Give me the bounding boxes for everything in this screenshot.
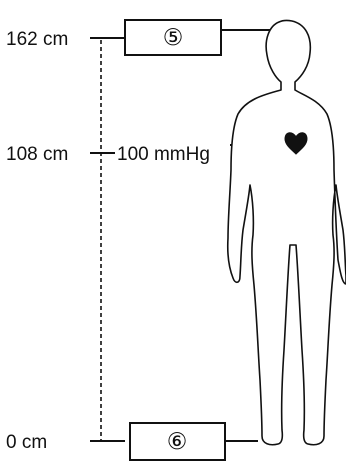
box-6-label: ⑥ — [167, 428, 188, 454]
height-label-162: 162 cm — [6, 29, 68, 50]
pressure-label: 100 mmHg — [117, 144, 210, 165]
height-label-108: 108 cm — [6, 144, 68, 165]
height-label-0: 0 cm — [6, 432, 47, 453]
box-5-label: ⑤ — [163, 24, 184, 50]
human-silhouette-icon — [228, 20, 346, 444]
